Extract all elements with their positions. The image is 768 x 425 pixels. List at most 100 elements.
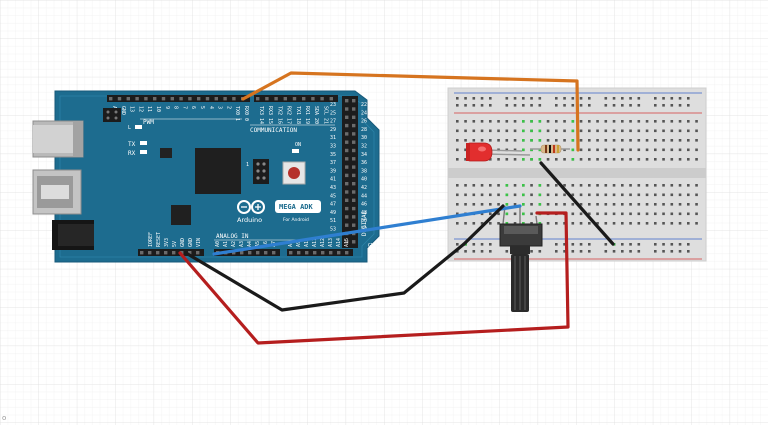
connected-hole <box>522 148 525 152</box>
wire-red[interactable] <box>178 211 570 345</box>
breadboard-hole <box>456 212 459 216</box>
breadboard-hole <box>604 139 608 142</box>
breadboard-hole <box>489 250 492 253</box>
breadboard-hole <box>678 250 682 253</box>
wire-black-pot[interactable] <box>462 204 505 246</box>
breadboard-hole <box>662 222 665 225</box>
breadboard-hole <box>555 203 558 206</box>
potentiometer-component[interactable] <box>499 205 543 312</box>
reset-button[interactable] <box>282 161 306 185</box>
led-l <box>135 125 142 129</box>
breadboard-hole <box>687 250 690 253</box>
breadboard-hole <box>695 158 698 161</box>
breadboard-hole <box>678 139 682 142</box>
breadboard-hole <box>472 120 476 123</box>
connected-hole <box>530 139 533 142</box>
breadboard-hole <box>588 97 591 100</box>
wire-black-led[interactable] <box>539 161 615 246</box>
led-rx-label: RX <box>128 150 136 157</box>
breadboard-hole <box>612 129 616 133</box>
pin-label: 39 <box>330 168 336 174</box>
breadboard-hole <box>678 129 682 133</box>
breadboard-hole <box>563 250 566 253</box>
breadboard-hole <box>596 203 599 206</box>
breadboard-hole <box>480 184 484 187</box>
breadboard-hole <box>530 184 533 187</box>
breadboard-hole <box>563 243 566 246</box>
model-sub: For Android <box>283 217 309 223</box>
breadboard-hole <box>678 148 682 152</box>
pin-label: 6 <box>190 106 196 109</box>
breadboard-hole <box>546 129 550 133</box>
breadboard-hole <box>489 139 492 142</box>
breadboard-hole <box>670 203 674 206</box>
pin-label: A5 <box>255 241 261 247</box>
header-pwm <box>107 95 250 102</box>
breadboard-hole <box>678 203 682 206</box>
header-pin <box>352 132 356 136</box>
breadboard-hole <box>612 104 616 107</box>
breadboard-hole <box>588 158 591 161</box>
breadboard-hole <box>472 193 476 197</box>
resistor-component[interactable] <box>530 144 570 154</box>
pin-label: 5V <box>172 241 178 247</box>
wire-blue[interactable] <box>212 204 522 256</box>
icsp-label: 1 <box>246 162 249 168</box>
breadboard-hole <box>695 129 698 133</box>
header-pin <box>345 182 349 186</box>
breadboard-hole <box>670 222 674 225</box>
breadboard-hole <box>489 120 492 123</box>
breadboard-hole <box>472 184 476 187</box>
breadboard-hole <box>621 129 624 133</box>
header-pin <box>352 140 356 144</box>
breadboard-hole <box>645 129 649 133</box>
breadboard-hole <box>588 184 591 187</box>
pin-label: 24 <box>361 110 367 116</box>
header-pin <box>292 97 297 101</box>
breadboard-hole <box>645 120 649 123</box>
breadboard-hole <box>670 139 674 142</box>
pin-label: 23 <box>330 102 336 108</box>
breadboard-hole <box>604 250 608 253</box>
breadboard-hole <box>522 97 525 100</box>
breadboard-hole <box>456 148 459 152</box>
breadboard-hole <box>629 97 632 100</box>
header-pin <box>109 97 113 101</box>
wire-black-gnd[interactable] <box>184 242 466 312</box>
breadboard-hole <box>563 148 566 152</box>
breadboard-hole <box>530 222 533 225</box>
led-rx <box>140 150 147 154</box>
connected-hole <box>571 158 575 161</box>
pin-label: RX3 15 <box>267 106 273 124</box>
breadboard-hole <box>645 203 649 206</box>
breadboard-hole <box>505 129 509 133</box>
breadboard-hole <box>596 120 599 123</box>
breadboard-hole <box>687 139 690 142</box>
breadboard-hole <box>678 193 682 197</box>
breadboard-hole <box>555 104 558 107</box>
breadboard-hole <box>538 104 542 107</box>
breadboard-hole <box>579 250 583 253</box>
header-pin <box>256 97 260 101</box>
breadboard-hole <box>629 203 632 206</box>
breadboard-hole <box>621 120 624 123</box>
breadboard-hole <box>621 193 624 197</box>
pin-label: 7 <box>181 106 187 109</box>
breadboard-hole <box>604 184 608 187</box>
breadboard-hole <box>546 158 550 161</box>
gnd-right-label: GND <box>368 243 377 249</box>
breadboard-hole <box>670 148 674 152</box>
pin-label: A6 <box>263 241 269 247</box>
led-component[interactable] <box>466 142 531 162</box>
breadboard-hole <box>654 203 657 206</box>
breadboard-hole <box>662 120 665 123</box>
adk-chip <box>160 148 172 158</box>
breadboard-hole <box>637 212 641 216</box>
breadboard-hole <box>687 148 690 152</box>
breadboard-hole <box>579 97 583 100</box>
header-pin <box>172 251 176 255</box>
header-pin <box>272 251 276 255</box>
breadboard-hole <box>555 139 558 142</box>
header-pin <box>345 198 349 202</box>
wire-orange[interactable] <box>241 71 580 152</box>
